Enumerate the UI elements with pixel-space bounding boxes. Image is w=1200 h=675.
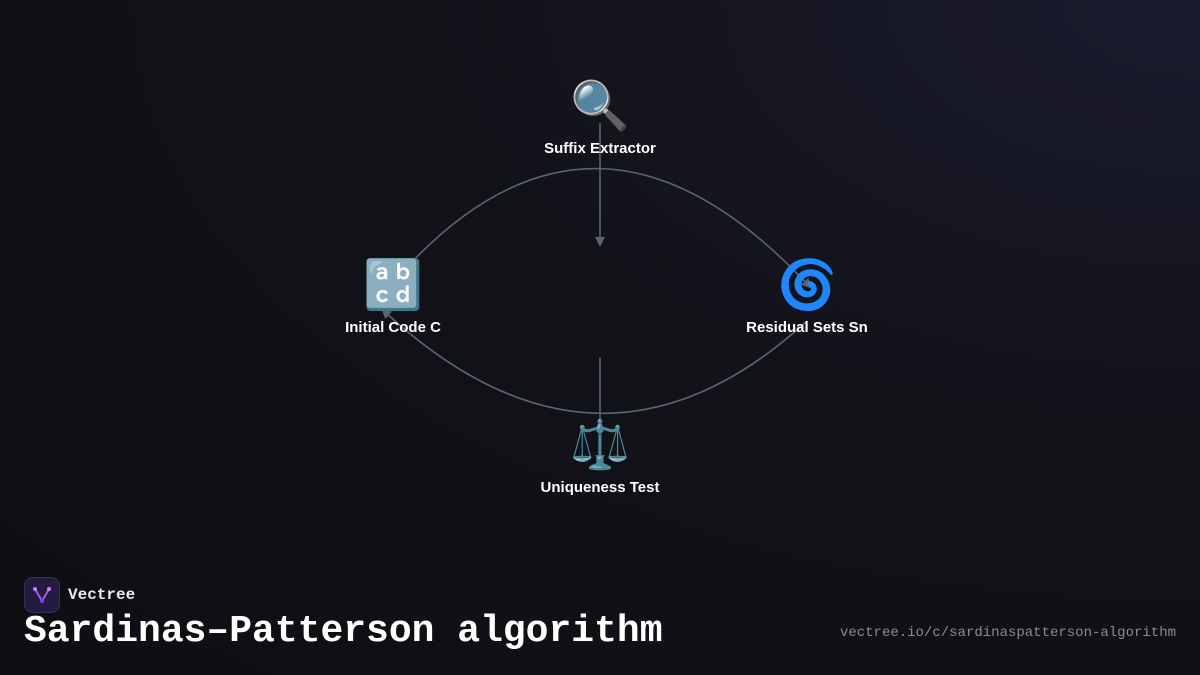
magnifier-icon: 🔍 [570,78,630,134]
node-label: Residual Sets Sn [746,319,868,336]
node-uniqueness-test[interactable]: ⚖️ Uniqueness Test [500,417,700,496]
vectree-logo-icon [24,577,60,613]
balance-scale-icon: ⚖️ [570,417,630,473]
letters-icon: 🔡 [363,257,423,313]
page-title: Sardinas–Patterson algorithm [24,610,663,653]
brand[interactable]: Vectree [24,577,135,613]
node-initial-code[interactable]: 🔡 Initial Code C [293,257,493,336]
node-label: Suffix Extractor [544,140,656,157]
node-suffix-extractor[interactable]: 🔍 Suffix Extractor [500,78,700,157]
edge-residual-to-initial [381,308,808,415]
node-label: Initial Code C [345,319,441,336]
edge-initial-to-residual [407,167,812,289]
brand-name: Vectree [68,586,136,604]
source-url[interactable]: vectree.io/c/sardinaspatterson-algorithm [839,625,1176,641]
node-label: Uniqueness Test [540,479,660,496]
node-residual-sets[interactable]: 🌀 Residual Sets Sn [707,257,907,336]
cyclone-icon: 🌀 [777,257,837,313]
